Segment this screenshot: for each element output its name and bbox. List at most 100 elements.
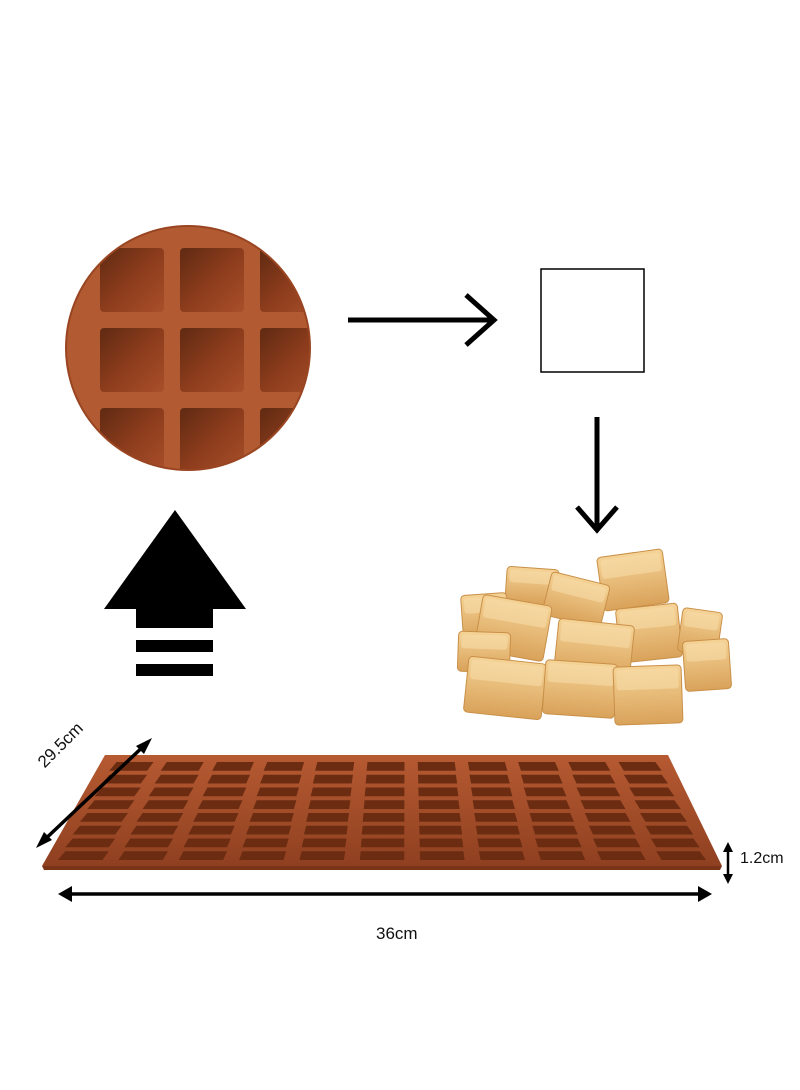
- tray-cell: [360, 838, 405, 848]
- tray-cell: [315, 762, 355, 771]
- mold-closeup-icon: [65, 225, 404, 552]
- tray-cell: [475, 825, 520, 835]
- tray-cell: [419, 825, 463, 835]
- tray-cell: [178, 851, 227, 860]
- tray-cell: [79, 813, 128, 822]
- tray-cell: [526, 800, 571, 809]
- tray-cell: [359, 851, 405, 860]
- depth-dimension-arrow: [36, 738, 152, 848]
- closeup-cell: [260, 328, 310, 392]
- tray-cell: [212, 762, 254, 771]
- tray-cell: [193, 813, 239, 822]
- tray-cell: [365, 774, 405, 784]
- tray-cell: [197, 800, 243, 809]
- tray-cell: [94, 787, 141, 797]
- closeup-cell: [180, 248, 244, 312]
- tray-cell: [588, 825, 636, 835]
- tray-cell: [618, 762, 662, 771]
- tray-cell: [308, 800, 351, 809]
- tray-cell: [568, 762, 611, 771]
- tray-cell: [136, 813, 184, 822]
- closeup-cell: [180, 328, 244, 392]
- caramel-cube: [612, 664, 684, 726]
- arrow-right-icon: [348, 293, 498, 347]
- width-label: 36cm: [376, 924, 418, 943]
- tray-cell: [306, 813, 350, 822]
- tray-cell: [467, 762, 508, 771]
- tray-cell: [572, 774, 616, 784]
- tray-cell: [535, 838, 582, 848]
- tray-cell: [299, 851, 346, 860]
- tray-cell: [520, 774, 563, 784]
- closeup-cell: [340, 328, 404, 392]
- arrow-up-icon: [104, 510, 246, 676]
- tray-cell: [160, 762, 204, 771]
- tray-cell: [263, 762, 305, 771]
- closeup-cell: [340, 248, 404, 312]
- tray-cell: [312, 774, 353, 784]
- tray-cell: [260, 774, 302, 784]
- tray-cell: [477, 838, 523, 848]
- tray-cell: [645, 825, 694, 835]
- tray-cell: [124, 838, 174, 848]
- closeup-cell: [180, 408, 244, 470]
- tray-cell: [249, 813, 294, 822]
- tray-cell: [253, 800, 297, 809]
- tray-cell: [418, 800, 460, 809]
- height-dimension-arrow: [723, 842, 733, 884]
- tray-cell: [301, 838, 347, 848]
- tray-cell: [469, 774, 510, 784]
- caramel-cube: [541, 571, 611, 629]
- tray-cell: [518, 762, 559, 771]
- tray-cell: [183, 838, 231, 848]
- tray-cell: [629, 787, 675, 797]
- silicone-mold-tray-icon: [42, 755, 722, 870]
- tray-cell: [242, 838, 289, 848]
- tray-cell: [154, 774, 199, 784]
- tray-cell: [532, 825, 578, 835]
- tray-cell: [207, 774, 251, 784]
- tray-cell: [597, 851, 646, 860]
- tray-cell: [256, 787, 299, 797]
- arrow-down-icon: [575, 417, 619, 534]
- closeup-cell: [100, 248, 164, 312]
- square-outline-icon: [540, 268, 645, 373]
- tray-cell: [118, 851, 168, 860]
- caramel-cube: [596, 548, 670, 612]
- caramel-cube: [682, 638, 732, 692]
- tray-cell: [623, 774, 669, 784]
- tray-cell: [478, 851, 525, 860]
- tray-cell: [65, 838, 116, 848]
- tray-cell: [310, 787, 352, 797]
- tray-cell: [142, 800, 189, 809]
- tray-cell: [148, 787, 194, 797]
- tray-cell: [417, 762, 456, 771]
- caramel-cubes-icon: [456, 548, 732, 726]
- tray-cell: [472, 800, 515, 809]
- tray-cell: [87, 800, 135, 809]
- tray-cell: [538, 851, 586, 860]
- tray-cell: [523, 787, 567, 797]
- tray-cell: [640, 813, 688, 822]
- tray-cell: [474, 813, 518, 822]
- tray-cell: [366, 762, 405, 771]
- tray-cell: [303, 825, 348, 835]
- tray-cell: [130, 825, 179, 835]
- tray-cell: [72, 825, 122, 835]
- closeup-cell: [100, 328, 164, 392]
- tray-cell: [364, 787, 405, 797]
- tray-cell: [584, 813, 631, 822]
- caramel-cube: [504, 565, 560, 607]
- tray-cell: [188, 825, 235, 835]
- tray-cell: [634, 800, 681, 809]
- tray-cell: [656, 851, 707, 860]
- tray-cell: [362, 813, 405, 822]
- tray-cell: [57, 851, 109, 860]
- caramel-cube: [541, 659, 619, 719]
- closeup-cell: [340, 488, 404, 552]
- tray-cell: [529, 813, 574, 822]
- width-dimension-arrow: [58, 886, 712, 902]
- caramel-cube: [463, 655, 547, 721]
- tray-cell: [580, 800, 626, 809]
- tray-cell: [471, 787, 513, 797]
